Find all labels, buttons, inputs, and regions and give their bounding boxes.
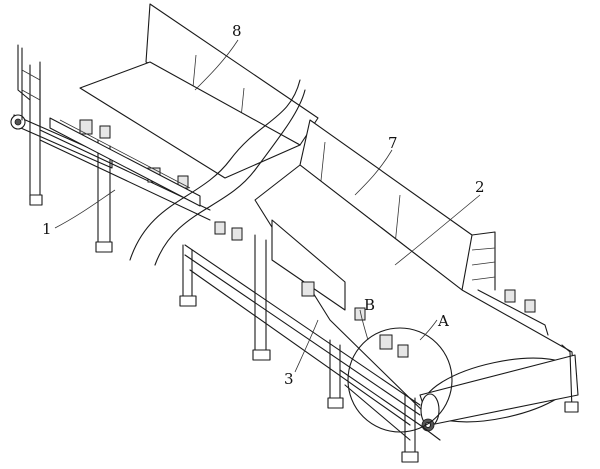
leg-base-1 xyxy=(29,194,43,206)
detail-circle-a xyxy=(347,327,453,433)
leg-base-5 xyxy=(327,397,344,409)
leg-base-2 xyxy=(95,241,113,253)
break-line xyxy=(129,79,306,266)
callout-b: B xyxy=(364,296,375,314)
guard-plate-near xyxy=(271,219,346,311)
callout-a: A xyxy=(437,312,449,330)
leg-base-6 xyxy=(401,451,419,463)
leg-base-4 xyxy=(252,349,271,361)
lower-conveyor-section xyxy=(179,119,579,463)
callout-3: 3 xyxy=(284,370,294,388)
callout-1: 1 xyxy=(42,220,52,238)
leader-lines xyxy=(54,39,481,373)
callout-7: 7 xyxy=(388,134,398,152)
leg-base-3 xyxy=(179,295,197,307)
callout-8: 8 xyxy=(232,22,242,40)
callout-2: 2 xyxy=(475,178,485,196)
belt-surface-upper xyxy=(79,61,301,179)
upper-conveyor-section xyxy=(10,3,319,253)
callout-labels: 8 7 2 1 A B 3 xyxy=(42,22,485,388)
